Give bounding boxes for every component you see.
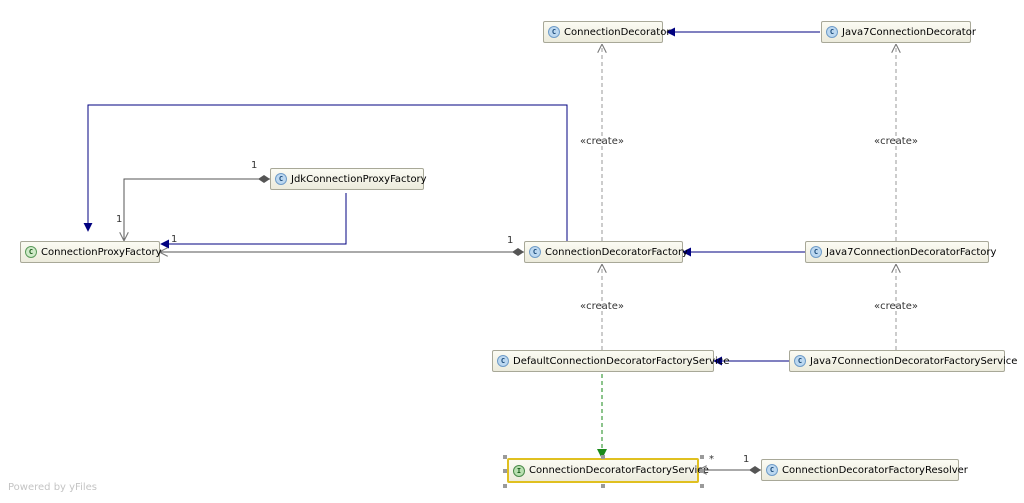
interface-name: ConnectionDecoratorFactoryService bbox=[529, 465, 709, 476]
stereotype-create-label: «create» bbox=[874, 136, 918, 147]
multiplicity-label: 1 bbox=[116, 214, 123, 225]
class-icon: C bbox=[766, 464, 778, 476]
class-icon: C bbox=[275, 173, 287, 185]
stereotype-create-label: «create» bbox=[874, 301, 918, 312]
class-name: ConnectionProxyFactory bbox=[41, 246, 162, 258]
selection-handle-ne[interactable] bbox=[700, 455, 704, 459]
class-icon: C bbox=[826, 26, 838, 38]
edge-jdk-proxy-factory-aggregates-proxy-factory bbox=[124, 179, 270, 240]
class-node-jdk-connection-proxy-factory[interactable]: C JdkConnectionProxyFactory bbox=[270, 168, 427, 190]
class-icon: C bbox=[497, 355, 509, 367]
class-node-connection-decorator-factory[interactable]: C ConnectionDecoratorFactory bbox=[524, 241, 688, 263]
stereotype-create-label: «create» bbox=[580, 301, 624, 312]
class-node-connection-proxy-factory[interactable]: C ConnectionProxyFactory bbox=[20, 241, 162, 263]
class-node-java7-connection-decorator-factory-service[interactable]: C Java7ConnectionDecoratorFactoryService bbox=[789, 350, 1017, 372]
selection-handle-w[interactable] bbox=[503, 469, 507, 473]
class-name: Java7ConnectionDecoratorFactory bbox=[826, 246, 997, 258]
selection-handle-e[interactable] bbox=[700, 469, 704, 473]
class-name: ConnectionDecoratorFactoryResolver bbox=[782, 464, 968, 476]
interface-icon: I bbox=[513, 464, 525, 477]
selection-handle-nw[interactable] bbox=[503, 455, 507, 459]
selection-handle-sw[interactable] bbox=[503, 484, 507, 488]
class-name: JdkConnectionProxyFactory bbox=[291, 173, 427, 185]
class-node-connection-decorator-factory-resolver[interactable]: C ConnectionDecoratorFactoryResolver bbox=[761, 459, 968, 481]
class-name: Java7ConnectionDecorator bbox=[842, 26, 976, 38]
edge-jdk-proxy-factory-extends-proxy-factory bbox=[160, 193, 347, 249]
class-node-default-connection-decorator-factory-service[interactable]: C DefaultConnectionDecoratorFactoryServi… bbox=[492, 350, 729, 372]
multiplicity-label: 1 bbox=[251, 160, 258, 171]
selection-handle-se[interactable] bbox=[700, 484, 704, 488]
class-node-java7-connection-decorator-factory[interactable]: C Java7ConnectionDecoratorFactory bbox=[805, 241, 996, 263]
class-name: Java7ConnectionDecoratorFactoryService bbox=[810, 355, 1018, 367]
class-name: ConnectionDecorator bbox=[564, 26, 671, 38]
multiplicity-label: 1 bbox=[507, 235, 514, 246]
class-node-connection-decorator[interactable]: C ConnectionDecorator bbox=[543, 21, 670, 43]
class-icon: C bbox=[810, 246, 822, 258]
selection-handle-s[interactable] bbox=[601, 484, 605, 488]
stereotype-create-label: «create» bbox=[580, 136, 624, 147]
multiplicity-label: 1 bbox=[743, 454, 750, 465]
yfiles-watermark: Powered by yFiles bbox=[8, 482, 97, 493]
selection-handle-n[interactable] bbox=[601, 455, 605, 459]
multiplicity-label: * bbox=[709, 454, 714, 465]
class-icon: C bbox=[529, 246, 541, 258]
class-name: ConnectionDecoratorFactory bbox=[545, 246, 688, 258]
class-node-java7-connection-decorator[interactable]: C Java7ConnectionDecorator bbox=[821, 21, 976, 43]
interface-node-connection-decorator-factory-service[interactable]: I ConnectionDecoratorFactoryService bbox=[507, 458, 709, 483]
abstract-class-icon: C bbox=[25, 246, 37, 258]
edge-decorator-factory-extends-proxy-factory bbox=[83, 104, 568, 241]
class-icon: C bbox=[794, 355, 806, 367]
class-icon: C bbox=[548, 26, 560, 38]
multiplicity-label: 1 bbox=[171, 234, 178, 245]
class-name: DefaultConnectionDecoratorFactoryService bbox=[513, 355, 730, 367]
